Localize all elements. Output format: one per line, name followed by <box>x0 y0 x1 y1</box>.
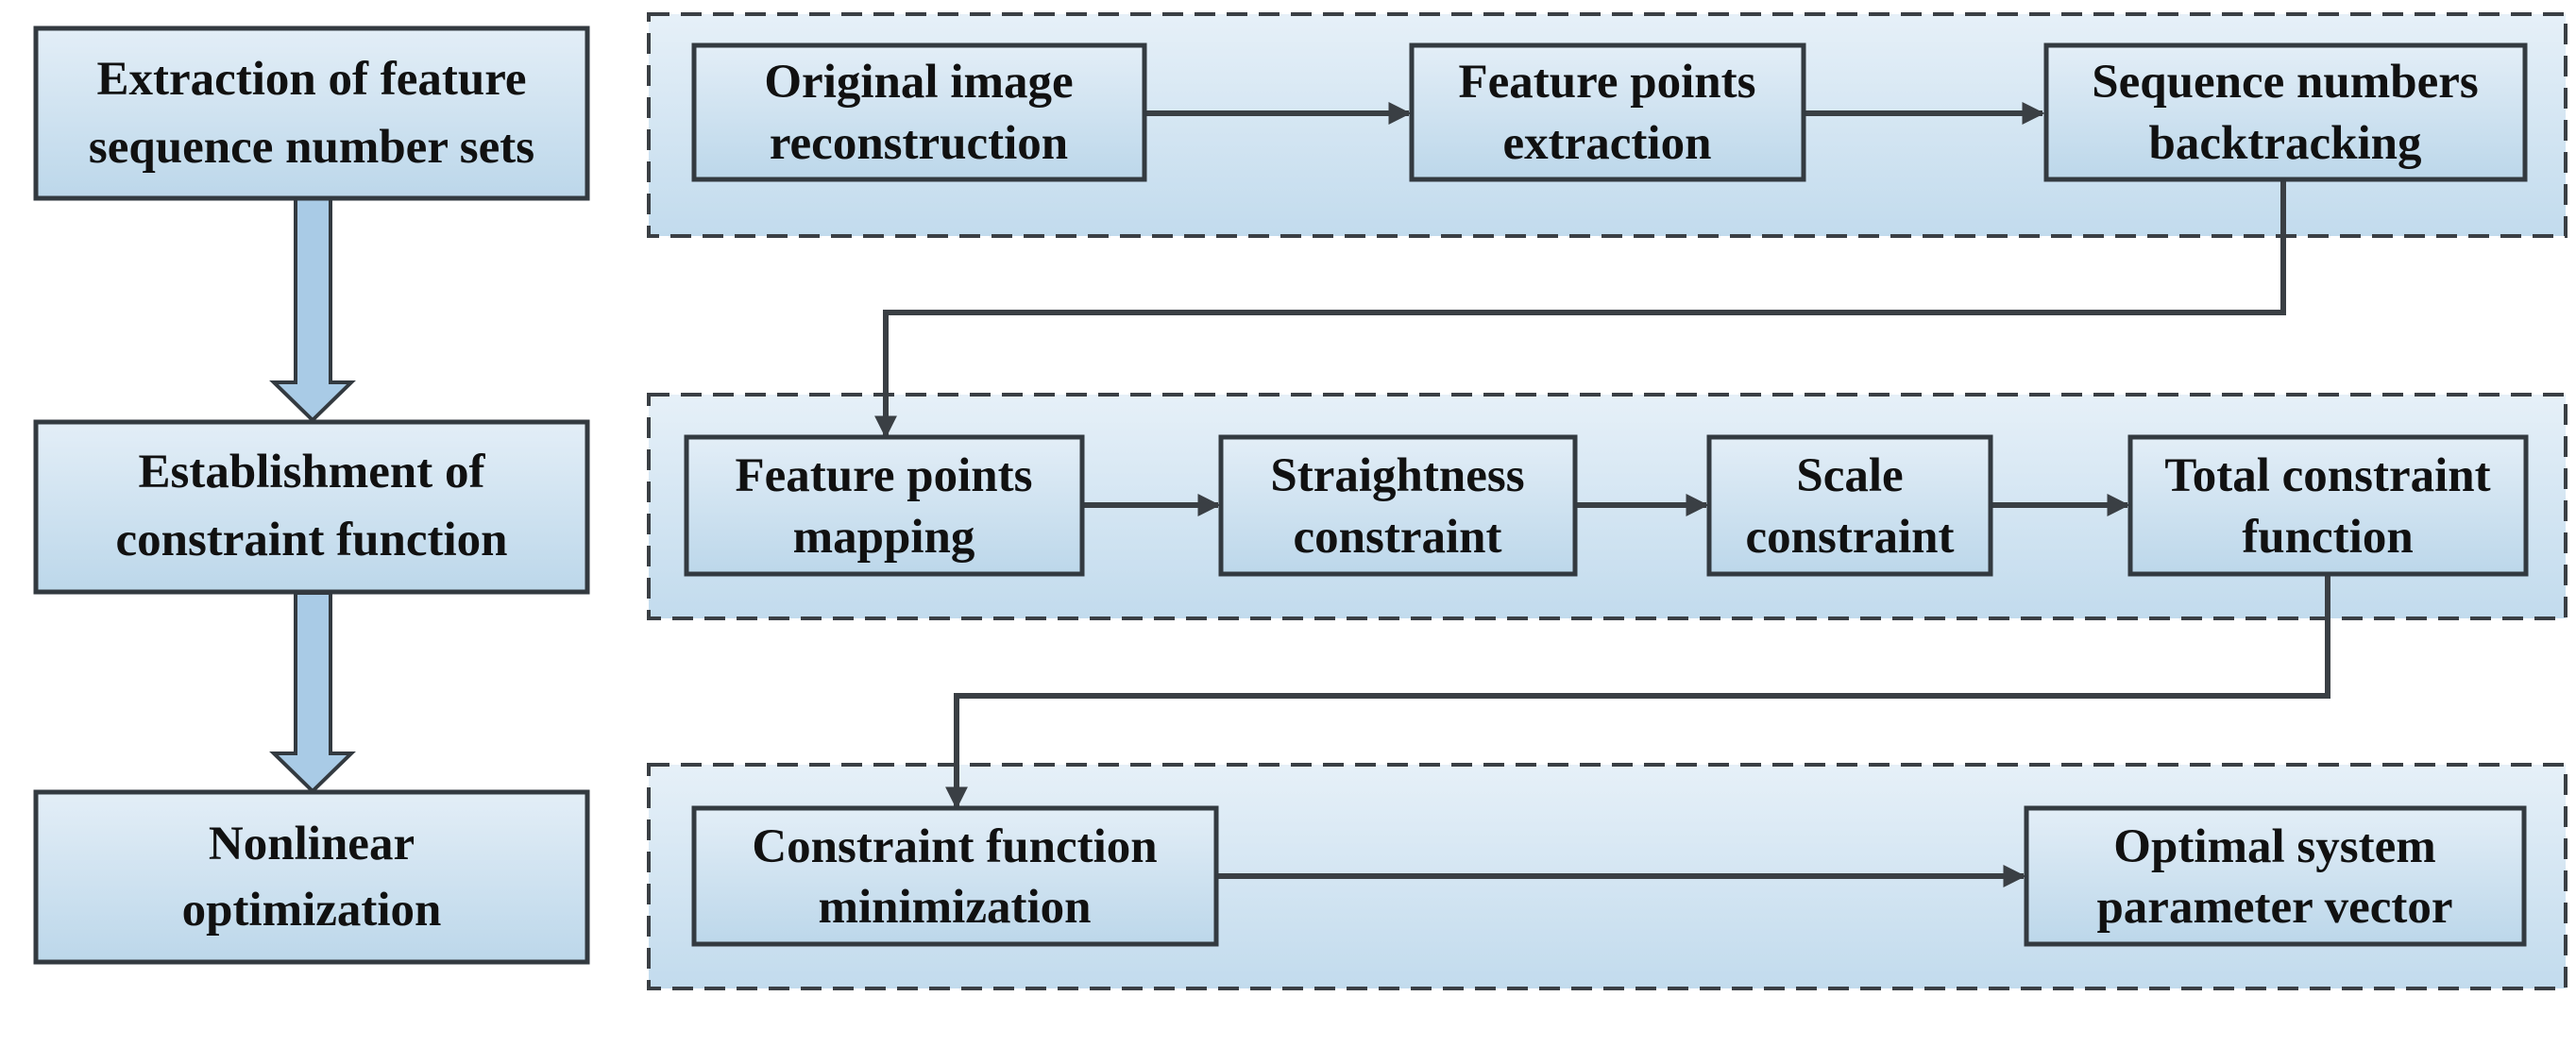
step-label-line2: function <box>2242 511 2413 564</box>
step-box <box>684 434 1085 577</box>
stage-box <box>33 419 590 595</box>
step-label-line1: Total constraint <box>2164 449 2490 502</box>
stage-box <box>33 789 590 965</box>
step-original-image-reconstruction: Original image reconstruction <box>691 42 1147 182</box>
stage-optimization: Nonlinear optimization <box>33 789 590 965</box>
step-label-line1: Scale <box>1796 449 1903 502</box>
step-box <box>2127 434 2529 577</box>
step-label-line1: Original image <box>764 56 1073 109</box>
stage-extraction: Extraction of feature sequence number se… <box>33 25 590 201</box>
step-label-line2: parameter vector <box>2096 881 2452 934</box>
connectors <box>874 102 2330 887</box>
step-sequence-numbers-backtracking: Sequence numbers backtracking <box>2043 42 2528 182</box>
step-label-line2: minimization <box>819 881 1092 934</box>
stage-establishment: Establishment of constraint function <box>33 419 590 595</box>
step-optimal-system-parameter-vector: Optimal system parameter vector <box>2024 805 2527 947</box>
step-box <box>691 805 1219 947</box>
step-straightness-constraint: Straightness constraint <box>1218 434 1578 577</box>
step-feature-points-mapping: Feature points mapping <box>684 434 1085 577</box>
step-label-line2: constraint <box>1746 511 1955 564</box>
step-label-line1: Optimal system <box>2113 820 2435 873</box>
step-feature-points-extraction: Feature points extraction <box>1409 42 1806 182</box>
stage-label-line2: sequence number sets <box>89 121 534 174</box>
step-box <box>691 42 1147 182</box>
step-label-line1: Constraint function <box>752 820 1157 873</box>
row1-steps: Original image reconstruction Feature po… <box>691 42 2528 182</box>
step-label-line2: extraction <box>1503 117 1712 170</box>
step-label-line2: constraint <box>1294 511 1502 564</box>
row2-steps: Feature points mapping Straightness cons… <box>684 434 2529 577</box>
stage-column: Extraction of feature sequence number se… <box>33 25 590 965</box>
stage-label-line1: Nonlinear <box>209 818 415 870</box>
step-constraint-function-minimization: Constraint function minimization <box>691 805 1219 947</box>
step-label-line1: Sequence numbers <box>2092 56 2478 109</box>
row3-steps: Constraint function minimization Optimal… <box>691 805 2527 947</box>
stage-arrow-2 <box>269 591 356 794</box>
step-box <box>1706 434 1993 577</box>
stage-label-line1: Extraction of feature <box>96 53 526 106</box>
step-box <box>2043 42 2528 182</box>
arrow-backtracking-to-mapping <box>874 179 2286 439</box>
step-label-line2: mapping <box>793 511 975 564</box>
stage-label-line2: constraint function <box>115 514 507 566</box>
step-box <box>2024 805 2527 947</box>
step-label-line2: backtracking <box>2148 117 2421 170</box>
step-label-line2: reconstruction <box>770 117 1068 170</box>
step-label-line1: Straightness <box>1270 449 1524 502</box>
stage-label-line1: Establishment of <box>139 446 486 498</box>
step-label-line1: Feature points <box>736 449 1033 502</box>
arrow-total-to-minimization <box>945 574 2330 810</box>
step-box <box>1218 434 1578 577</box>
step-box <box>1409 42 1806 182</box>
step-scale-constraint: Scale constraint <box>1706 434 1993 577</box>
step-total-constraint-function: Total constraint function <box>2127 434 2529 577</box>
stage-box <box>33 25 590 201</box>
stage-arrow-1 <box>269 196 356 423</box>
stage-label-line2: optimization <box>182 884 442 937</box>
stage-arrows <box>269 196 356 794</box>
step-label-line1: Feature points <box>1459 56 1756 109</box>
